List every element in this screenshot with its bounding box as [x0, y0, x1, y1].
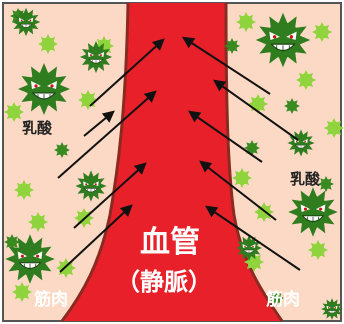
lactic-acid-label-left: 乳酸	[22, 119, 53, 137]
spore-icon	[78, 90, 98, 110]
arrow-icon	[199, 160, 277, 221]
spore-icon	[54, 142, 70, 158]
vessel-subtitle: （静脈）	[116, 268, 212, 296]
spore-icon	[4, 102, 24, 122]
arrow-icon	[205, 205, 301, 271]
arrow-icon	[181, 36, 271, 95]
spore-icon	[244, 140, 260, 156]
arrow-icon	[188, 110, 263, 163]
arrow-icon	[213, 79, 299, 141]
spore-icon	[318, 176, 334, 192]
arrow-icon	[59, 204, 133, 273]
spore-icon	[296, 70, 316, 90]
vessel-title: 血管	[140, 225, 200, 260]
blood-vessel	[62, 3, 282, 321]
spore-icon	[28, 212, 48, 232]
arrow-icon	[83, 110, 115, 137]
arrow-icon	[73, 162, 147, 229]
vessel-wall-right	[224, 2, 284, 322]
spore-icon	[38, 34, 58, 54]
vessel-wall-left	[60, 2, 130, 322]
arrow-icon	[89, 38, 165, 107]
spore-icon	[14, 180, 34, 200]
spore-icon	[324, 118, 344, 138]
spore-icon	[284, 98, 300, 114]
spore-icon	[312, 22, 332, 42]
muscle-label-right: 筋肉	[266, 290, 300, 310]
arrow-icon	[57, 90, 157, 179]
spore-icon	[224, 38, 240, 54]
muscle-label-left: 筋肉	[34, 290, 68, 310]
spore-icon	[308, 240, 328, 260]
spore-icon	[232, 168, 252, 188]
spore-icon	[236, 12, 256, 32]
spore-icon	[12, 282, 32, 302]
lactic-acid-label-right: 乳酸	[290, 170, 321, 188]
